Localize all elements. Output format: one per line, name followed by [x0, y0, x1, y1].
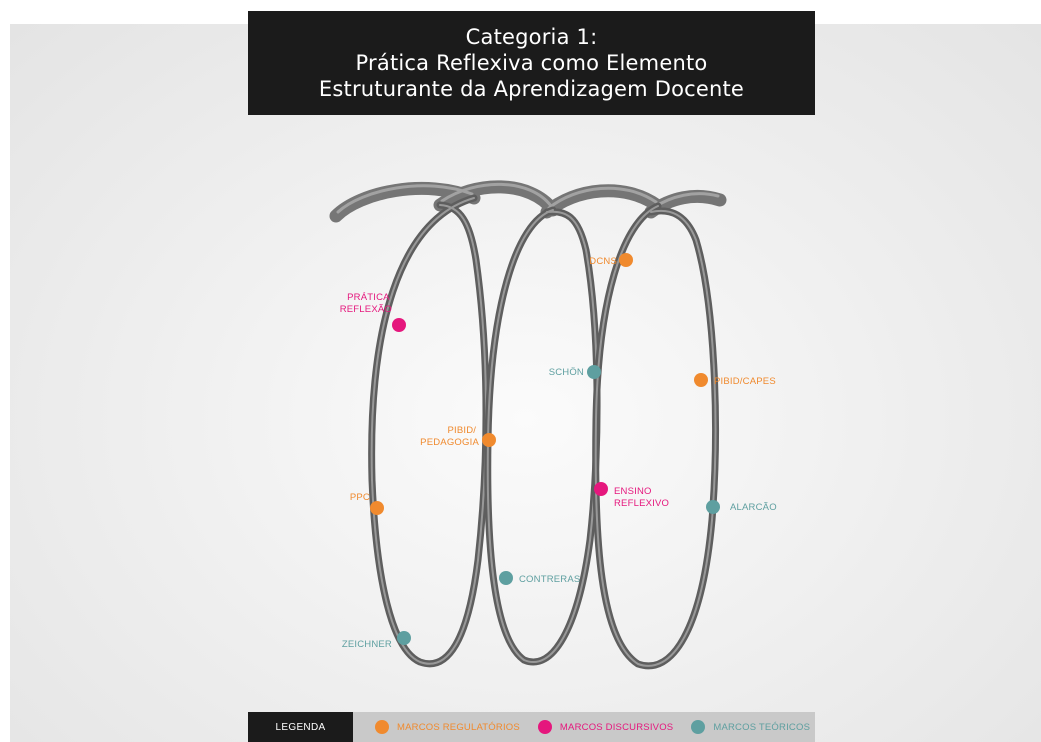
title-line-2: Prática Reflexiva como Elemento [355, 51, 708, 75]
legend-item-label: MARCOS REGULATÓRIOS [397, 721, 520, 733]
spiral-arc-top-2 [433, 180, 560, 217]
legend-item-regulatorio: MARCOS REGULATÓRIOS [375, 720, 520, 734]
orange-circle-icon [375, 720, 389, 734]
marker-label: DCNS [589, 256, 617, 267]
marker-label: SCHÖN [549, 367, 584, 378]
marker-pibid-capes: PIBID/CAPES [694, 373, 776, 387]
marker-dcns: DCNS [589, 253, 633, 267]
marker-label: PIBID/ PEDAGOGIA [420, 425, 479, 448]
marker-label: ENSINO REFLEXIVO [614, 486, 669, 509]
circle-marker-icon [397, 631, 411, 645]
marker-label-line: REFLEXIVO [614, 498, 669, 509]
marker-label: ALARCÃO [730, 502, 777, 513]
spiral-coil [329, 180, 727, 670]
circle-marker-icon [706, 500, 720, 514]
title-line-3: Estruturante da Aprendizagem Docente [318, 77, 745, 101]
marker-label-line: PRÁTICA [347, 292, 390, 303]
marker-label: PIBID/CAPES [714, 376, 776, 387]
circle-marker-icon [619, 253, 633, 267]
marker-label: CONTRERAS [519, 574, 580, 585]
marker-label-line: PEDAGOGIA [420, 437, 479, 448]
title-banner: Categoria 1: Prática Reflexiva como Elem… [248, 11, 815, 115]
marker-zeichner: ZEICHNER [342, 631, 411, 650]
circle-marker-icon [694, 373, 708, 387]
legend-title: LEGENDA [248, 712, 353, 742]
circle-marker-icon [392, 318, 406, 332]
marker-ensino-reflexivo: ENSINO REFLEXIVO [594, 482, 669, 509]
marker-ppc: PPC [350, 492, 384, 515]
marker-alarcao: ALARCÃO [706, 500, 777, 514]
circle-marker-icon [482, 433, 496, 447]
pink-circle-icon [537, 720, 552, 734]
teal-circle-icon [691, 720, 706, 734]
circle-marker-icon [587, 365, 601, 379]
marker-label: PPC [350, 492, 370, 503]
marker-contreras: CONTRERAS [499, 571, 580, 585]
legend-item-label: MARCOS DISCURSIVOS [559, 721, 674, 733]
circle-marker-icon [499, 571, 513, 585]
marker-label-line: REFLEXÃO [340, 304, 392, 315]
legend-item-teorico: MARCOS TEÓRICOS [691, 720, 810, 734]
circle-marker-icon [594, 482, 608, 496]
marker-label-line: PIBID/ [448, 425, 477, 436]
marker-schon: SCHÖN [549, 365, 601, 379]
spiral-arc-top-3 [540, 184, 665, 219]
marker-label: PRÁTICA REFLEXÃO [340, 292, 392, 315]
legend-item-discursivo: MARCOS DISCURSIVOS [537, 720, 674, 734]
title-line-1: Categoria 1: [465, 25, 598, 49]
diagram-background [10, 24, 1041, 742]
legend-bar: LEGENDA MARCOS REGULATÓRIOS MARCOS DISCU… [248, 712, 815, 742]
marker-pibid-pedagogia: PIBID/ PEDAGOGIA [420, 425, 496, 448]
marker-pratica-reflexao: PRÁTICA REFLEXÃO [340, 292, 406, 332]
legend-item-label: MARCOS TEÓRICOS [713, 721, 811, 733]
marker-label-line: ENSINO [614, 486, 652, 497]
circle-marker-icon [370, 501, 384, 515]
marker-label: ZEICHNER [342, 639, 392, 650]
